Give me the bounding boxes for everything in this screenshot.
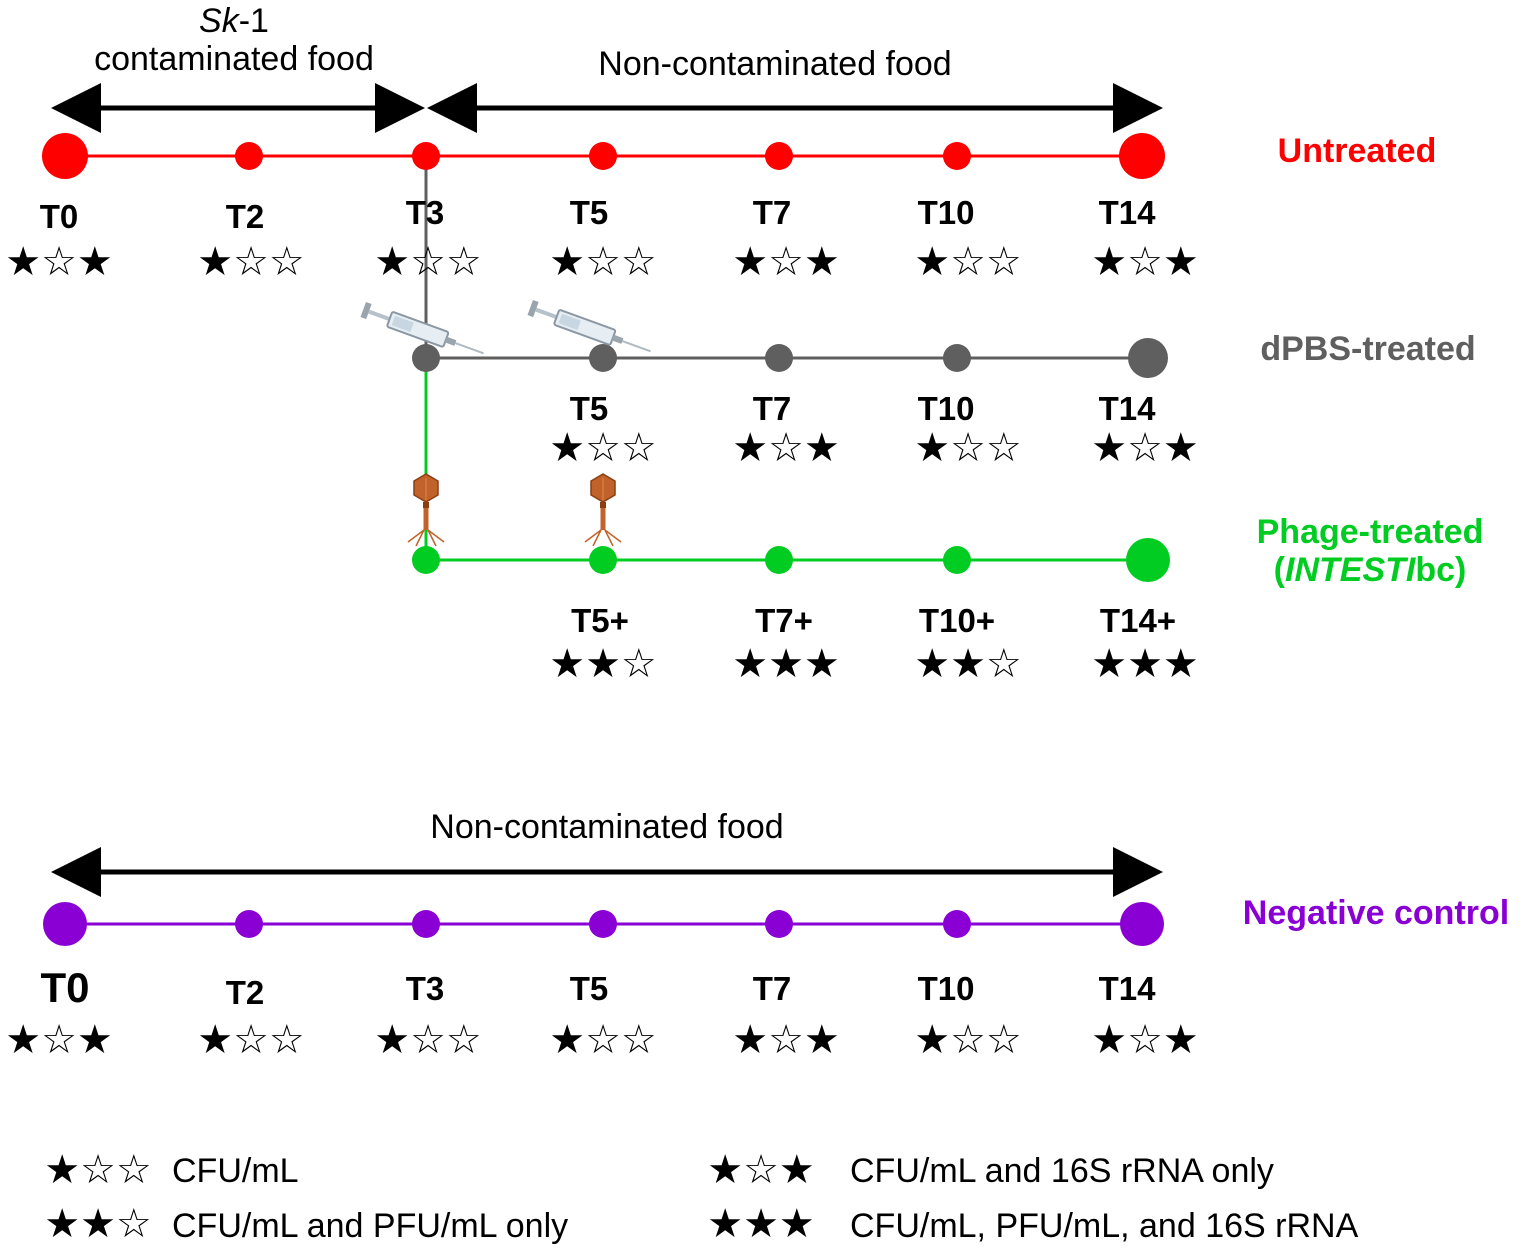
star-rating: ★☆☆ bbox=[549, 240, 657, 284]
syringe-icon bbox=[360, 302, 484, 355]
timepoint-label: T14 bbox=[1098, 194, 1156, 231]
legend-text: CFU/mL bbox=[172, 1152, 299, 1190]
legend-text: CFU/mL and PFU/mL only bbox=[172, 1207, 569, 1245]
star-rating: ★☆☆ bbox=[914, 240, 1022, 284]
star-rating: ★☆☆ bbox=[549, 426, 657, 470]
timepoint-label: T10+ bbox=[918, 602, 996, 639]
phage-dot bbox=[412, 546, 440, 574]
untreated-dot bbox=[1119, 133, 1165, 179]
star-rating: ★☆★ bbox=[1091, 426, 1199, 470]
star-rating: ★★☆ bbox=[549, 642, 657, 686]
dpbs-dot bbox=[412, 344, 440, 372]
timepoint-label: T5 bbox=[569, 194, 609, 231]
timepoint-label: T14 bbox=[1098, 390, 1156, 427]
noncontaminated-top-label: Non-contaminated food bbox=[598, 45, 952, 83]
star-rating: ★☆★ bbox=[5, 1018, 113, 1062]
star-rating: ★☆☆ bbox=[197, 1018, 305, 1062]
timepoint-label: T2 bbox=[225, 198, 265, 235]
timepoint-label: T5 bbox=[569, 390, 609, 427]
negative-dot bbox=[589, 910, 617, 938]
sk1-suffix: -1 bbox=[238, 2, 269, 40]
untreated-dot bbox=[235, 142, 263, 170]
group-negative-label: Negative control bbox=[1242, 894, 1510, 932]
star-rating: ★☆★ bbox=[5, 240, 113, 284]
untreated-dot bbox=[42, 133, 88, 179]
star-rating: ★☆☆ bbox=[197, 240, 305, 284]
dpbs-dot bbox=[589, 344, 617, 372]
timepoint-label: T14 bbox=[1098, 970, 1156, 1007]
dpbs-dot bbox=[943, 344, 971, 372]
negative-dot bbox=[765, 910, 793, 938]
timepoint-label: T10 bbox=[917, 194, 975, 231]
sk1-strain: Sk bbox=[199, 2, 239, 40]
legend-stars: ★☆☆ bbox=[44, 1148, 152, 1192]
timepoint-label: T10 bbox=[917, 390, 975, 427]
timepoint-label: T5+ bbox=[571, 602, 629, 639]
timepoint-label: T2 bbox=[225, 974, 265, 1011]
noncontaminated-bottom-label: Non-contaminated food bbox=[430, 808, 784, 846]
untreated-dot bbox=[765, 142, 793, 170]
bacteriophage-icon bbox=[584, 473, 622, 547]
star-rating: ★☆★ bbox=[732, 1018, 840, 1062]
sk1-period-label: Sk-1 contaminated food bbox=[94, 2, 374, 78]
timepoint-label: T7 bbox=[752, 970, 792, 1007]
legend-stars: ★★☆ bbox=[44, 1202, 152, 1246]
timepoint-label: T14+ bbox=[1099, 602, 1177, 639]
group-phage-label: Phage-treated (INTESTIbc) bbox=[1257, 513, 1484, 589]
star-rating: ★★★ bbox=[1091, 642, 1199, 686]
star-rating: ★☆★ bbox=[732, 426, 840, 470]
negative-dot bbox=[43, 902, 87, 946]
dpbs-dot bbox=[765, 344, 793, 372]
star-rating: ★★☆ bbox=[914, 642, 1022, 686]
timepoint-label: T10 bbox=[917, 970, 975, 1007]
legend-stars: ★☆★ bbox=[707, 1148, 815, 1192]
star-rating: ★☆★ bbox=[1091, 1018, 1199, 1062]
group-dpbs-label: dPBS-treated bbox=[1260, 330, 1476, 368]
untreated-dot bbox=[589, 142, 617, 170]
legend-text: CFU/mL and 16S rRNA only bbox=[850, 1152, 1274, 1190]
syringe-icon bbox=[527, 300, 651, 353]
timepoint-label: T7 bbox=[752, 194, 792, 231]
negative-dot bbox=[943, 910, 971, 938]
timepoint-label: T7 bbox=[752, 390, 792, 427]
negative-dot bbox=[235, 910, 263, 938]
timepoint-label: T0 bbox=[39, 198, 79, 235]
star-rating: ★☆☆ bbox=[914, 426, 1022, 470]
sk1-food-label: contaminated food bbox=[94, 40, 374, 78]
untreated-dot bbox=[943, 142, 971, 170]
group-untreated-label: Untreated bbox=[1277, 132, 1437, 170]
phage-dot bbox=[1126, 538, 1170, 582]
negative-dot bbox=[412, 910, 440, 938]
legend-text: CFU/mL, PFU/mL, and 16S rRNA bbox=[850, 1207, 1359, 1245]
star-rating: ★☆☆ bbox=[374, 1018, 482, 1062]
untreated-dot bbox=[412, 142, 440, 170]
timepoint-label: T5 bbox=[569, 970, 609, 1007]
negative-dot bbox=[1120, 902, 1164, 946]
phage-line1: Phage-treated bbox=[1256, 513, 1484, 551]
star-rating: ★☆☆ bbox=[914, 1018, 1022, 1062]
bacteriophage-icon bbox=[407, 473, 445, 547]
legend-stars: ★★★ bbox=[707, 1202, 815, 1246]
star-rating: ★☆★ bbox=[732, 240, 840, 284]
phage-suffix: bc) bbox=[1415, 551, 1467, 589]
star-rating: ★★★ bbox=[732, 642, 840, 686]
star-rating: ★☆☆ bbox=[549, 1018, 657, 1062]
dpbs-dot bbox=[1128, 338, 1168, 378]
star-rating: ★☆★ bbox=[1091, 240, 1199, 284]
phage-dot bbox=[943, 546, 971, 574]
timepoint-label: T0 bbox=[40, 964, 90, 1011]
phage-paren-open: ( bbox=[1273, 551, 1285, 589]
timepoint-label: T3 bbox=[405, 970, 445, 1007]
phage-italic: INTESTI bbox=[1284, 551, 1416, 589]
phage-dot bbox=[765, 546, 793, 574]
timepoint-label: T7+ bbox=[755, 602, 813, 639]
phage-dot bbox=[589, 546, 617, 574]
star-rating: ★☆☆ bbox=[374, 240, 482, 284]
timepoint-label: T3 bbox=[405, 194, 445, 231]
